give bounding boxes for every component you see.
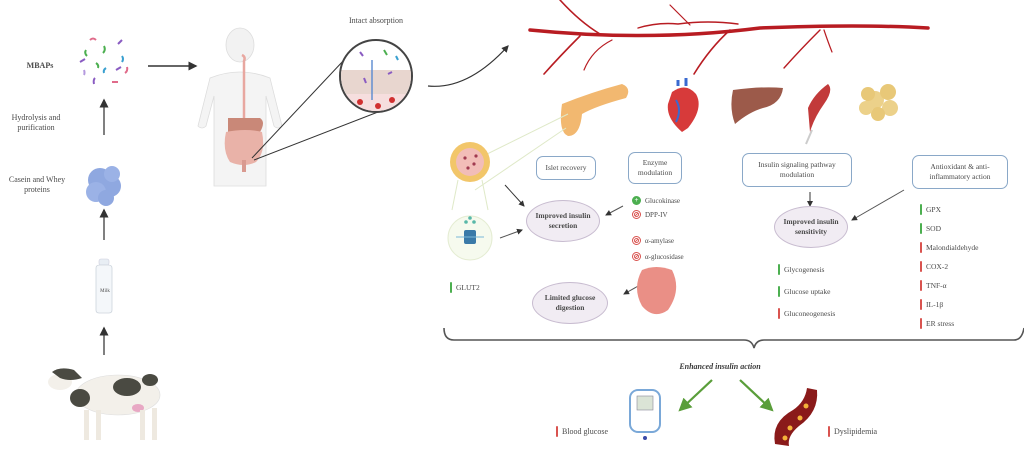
- effect-label: TNF-α: [926, 281, 947, 290]
- dyslipidemia-result: Dyslipidemia: [828, 426, 877, 437]
- effect-label: Glycogenesis: [784, 265, 825, 274]
- arrow-glut2-to-secretion: [499, 228, 523, 239]
- result-label: Dyslipidemia: [834, 427, 878, 436]
- inhibit-icon: ⊘: [632, 252, 641, 261]
- improved-insulin-secretion: Improved insulin secretion: [526, 200, 600, 242]
- arrow-to-blood-glucose: [678, 379, 713, 412]
- effect-label: Glucose uptake: [784, 287, 831, 296]
- glut2-indicator: GLUT2: [450, 282, 480, 293]
- arrow-to-bloodstream: [427, 45, 509, 87]
- enzyme-item: + Glucokinase: [632, 196, 680, 205]
- artery-lipids-icon: [774, 388, 818, 446]
- islet-icon: [450, 142, 490, 182]
- adipose-tissue-icon: [859, 84, 898, 121]
- intestinal-absorption-icon: [339, 39, 413, 113]
- arrow-enzymes-to-secretion: [605, 205, 624, 216]
- up-indicator-icon: [920, 223, 922, 234]
- up-indicator-icon: [778, 264, 780, 275]
- milk-label: Milk: [100, 289, 110, 294]
- effect-label: GPX: [926, 205, 942, 214]
- intact-absorption-label: Intact absorption: [349, 16, 403, 25]
- down-indicator-icon: [920, 242, 922, 253]
- heart-icon: [667, 78, 699, 132]
- signaling-effect: Gluconeogenesis: [778, 308, 835, 319]
- blood-glucose-result: Blood glucose: [556, 426, 608, 437]
- up-indicator-icon: [450, 282, 452, 293]
- limited-glucose-digestion: Limited glucose digestion: [532, 282, 608, 324]
- antioxidant-effect: COX-2: [920, 261, 948, 272]
- cow-icon: [48, 368, 161, 440]
- glut2-transporter-icon: [447, 215, 493, 261]
- down-indicator-icon: [920, 318, 922, 329]
- islet-recovery-box: Islet recovery: [536, 156, 596, 180]
- milk-bottle-icon: [95, 258, 113, 314]
- activate-icon: +: [632, 196, 641, 205]
- inhibit-icon: ⊘: [632, 236, 641, 245]
- down-indicator-icon: [828, 426, 830, 437]
- human-body-icon: [197, 27, 283, 187]
- effect-label: SOD: [926, 224, 942, 233]
- down-indicator-icon: [920, 280, 922, 291]
- antioxidant-effect: ER stress: [920, 318, 954, 329]
- enzyme-label: α-glucosidase: [645, 252, 684, 261]
- signaling-effect: Glucose uptake: [778, 286, 830, 297]
- enhanced-insulin-action-label: Enhanced insulin action: [679, 362, 761, 371]
- insulin-signaling-box: Insulin signaling pathway modulation: [742, 153, 852, 187]
- enzyme-item: ⊘ α-amylase: [632, 236, 674, 245]
- antioxidant-effect: IL-1β: [920, 299, 943, 310]
- arrow-islet-to-secretion: [504, 184, 525, 207]
- effect-label: Malondialdehyde: [926, 243, 979, 252]
- improved-insulin-sensitivity: Improved insulin sensitivity: [774, 206, 848, 248]
- enzyme-label: Glucokinase: [645, 196, 680, 205]
- down-indicator-icon: [920, 261, 922, 272]
- blood-vessel-icon: [528, 0, 930, 75]
- enzyme-label: α-amylase: [645, 236, 674, 245]
- down-indicator-icon: [556, 426, 558, 437]
- up-indicator-icon: [920, 204, 922, 215]
- antioxidant-box: Antioxidant & anti-inflammatory action: [912, 155, 1008, 189]
- zoom-line-bottom: [253, 111, 379, 161]
- peptides-icon: [79, 37, 129, 85]
- glut2-label: GLUT2: [456, 283, 480, 292]
- down-indicator-icon: [920, 299, 922, 310]
- pancreas-icon: [560, 84, 629, 136]
- protein-icon: [86, 166, 121, 206]
- liver-icon: [731, 87, 783, 124]
- mbaps-label: MBAPs: [26, 61, 54, 70]
- glucometer-icon: [629, 389, 661, 440]
- enzyme-modulation-box: Enzyme modulation: [628, 152, 682, 184]
- enzyme-item: ⊘ α-glucosidase: [632, 252, 684, 261]
- zoom-line-top: [251, 59, 345, 159]
- effect-label: IL-1β: [926, 300, 944, 309]
- inhibit-icon: ⊘: [632, 210, 641, 219]
- proteins-label: Casein and Whey proteins: [8, 175, 66, 194]
- effect-label: ER stress: [926, 319, 955, 328]
- up-indicator-icon: [778, 286, 780, 297]
- effect-label: COX-2: [926, 262, 949, 271]
- antioxidant-effect: Malondialdehyde: [920, 242, 979, 253]
- arrow-to-dyslipidemia: [739, 379, 774, 412]
- antioxidant-effect: TNF-α: [920, 280, 947, 291]
- enzyme-item: ⊘ DPP-IV: [632, 210, 668, 219]
- arrow-antioxidant-to-sensitivity: [851, 189, 905, 221]
- down-indicator-icon: [778, 308, 780, 319]
- effect-label: Gluconeogenesis: [784, 309, 836, 318]
- muscle-icon: [805, 84, 831, 145]
- result-label: Blood glucose: [562, 427, 608, 436]
- antioxidant-effect: GPX: [920, 204, 941, 215]
- signaling-effect: Glycogenesis: [778, 264, 824, 275]
- summary-brace: [443, 327, 1024, 349]
- small-intestine-icon: [637, 267, 677, 315]
- hydrolysis-label: Hydrolysis and purification: [11, 113, 61, 132]
- antioxidant-effect: SOD: [920, 223, 941, 234]
- enzyme-label: DPP-IV: [645, 210, 668, 219]
